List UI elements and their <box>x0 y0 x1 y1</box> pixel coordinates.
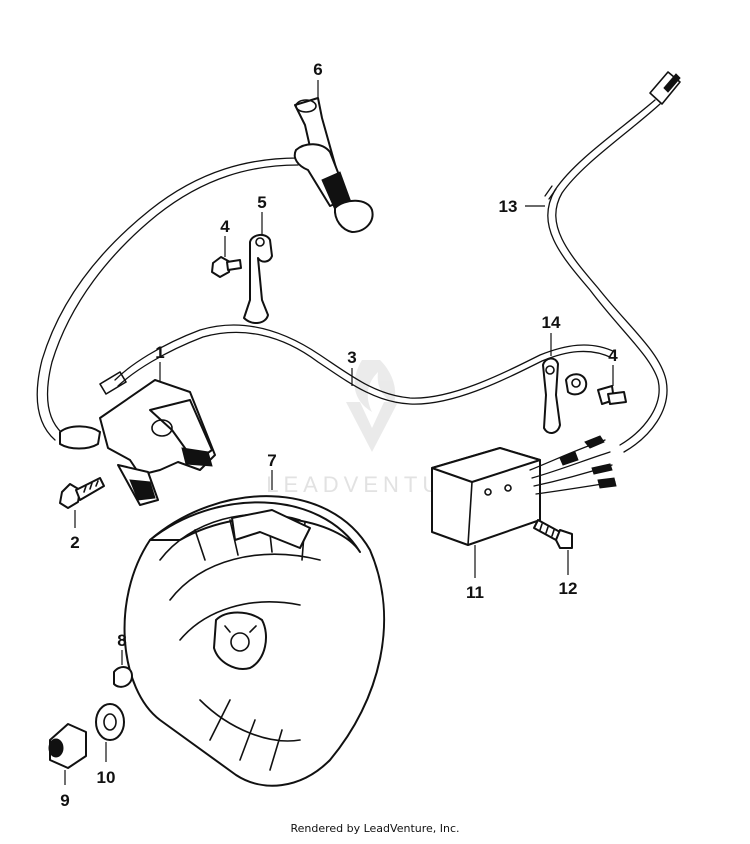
callout-1: 1 <box>155 343 164 362</box>
terminal-bolt <box>597 385 627 405</box>
ground-terminal <box>542 357 588 434</box>
watermark-logo <box>346 360 398 452</box>
callout-7: 7 <box>267 451 276 470</box>
spark-plug-cap <box>36 97 374 441</box>
callout-11: 11 <box>466 583 484 602</box>
callout-9: 9 <box>60 791 69 810</box>
callout-13: 13 <box>499 197 518 216</box>
callout-4-left: 4 <box>220 217 230 236</box>
footer-credit: Rendered by LeadVenture, Inc. <box>290 822 460 835</box>
leader-lines <box>64 80 614 785</box>
clamp-bolt <box>211 256 242 278</box>
callout-10: 10 <box>97 768 116 787</box>
callout-4-right: 4 <box>608 346 618 365</box>
woodruff-key <box>113 666 133 688</box>
ground-wire <box>99 324 616 405</box>
cdi-unit <box>431 435 617 546</box>
callout-12: 12 <box>559 579 578 598</box>
cdi-bolt <box>533 519 573 549</box>
ignition-coil <box>59 379 216 506</box>
wire-harness <box>544 71 681 453</box>
callout-3: 3 <box>347 348 356 367</box>
flywheel-nut <box>48 723 87 769</box>
callout-8: 8 <box>117 631 126 650</box>
callout-2: 2 <box>70 533 79 552</box>
lock-washer <box>95 703 125 741</box>
flywheel <box>123 495 386 787</box>
coil-bolt <box>59 477 105 509</box>
callout-6: 6 <box>313 60 322 79</box>
wire-clamp <box>243 234 273 324</box>
callout-14: 14 <box>542 313 561 332</box>
callout-5: 5 <box>257 193 266 212</box>
